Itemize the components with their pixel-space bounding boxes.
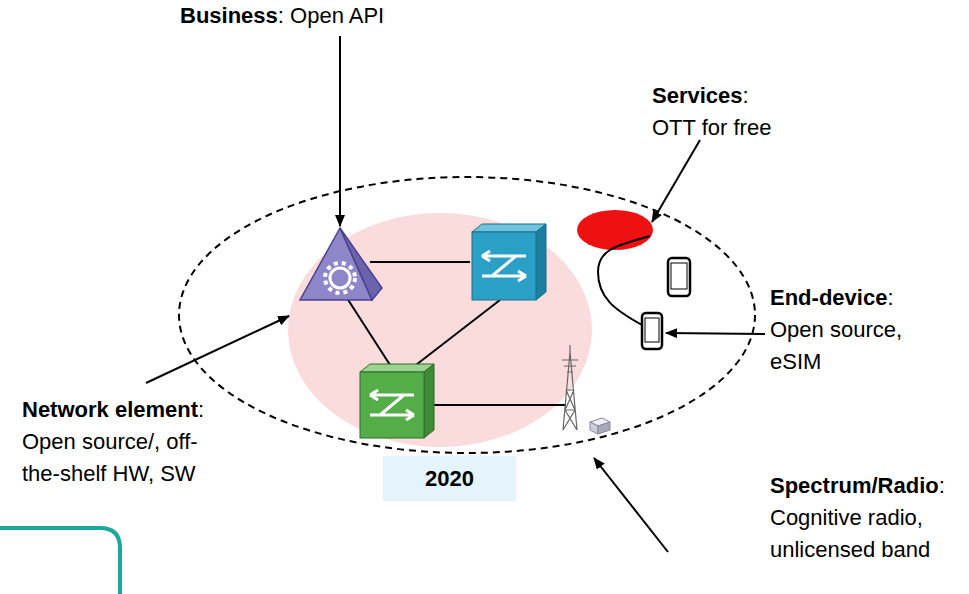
ott-service xyxy=(577,210,653,250)
callout-text: Spectrum/Radio: Cognitive radio, unlicens… xyxy=(770,470,965,566)
callout-text: : xyxy=(743,83,749,108)
leader-arrows xyxy=(146,36,765,552)
callout-text: : xyxy=(939,473,945,498)
callout-text: Open source, eSIM xyxy=(770,314,930,378)
callout-heading: Network element xyxy=(22,397,198,422)
callout-text: Services: OTT for free xyxy=(652,80,852,144)
callout-heading: End-device xyxy=(770,285,887,310)
callout-text: : xyxy=(887,285,893,310)
domain-boundary xyxy=(179,177,755,453)
callout-text: End-device: Open source, eSIM xyxy=(770,282,930,378)
small-cell xyxy=(590,418,610,434)
callout-heading: Spectrum/Radio xyxy=(770,473,939,498)
year-box: 2020 xyxy=(383,456,516,501)
callout-heading: Services xyxy=(652,83,743,108)
ott-path xyxy=(598,236,650,325)
callout-text: : Open API xyxy=(278,3,384,28)
phone xyxy=(642,313,662,349)
switch-green xyxy=(360,364,434,438)
core-network-area xyxy=(288,213,592,447)
callout-text: OTT for free xyxy=(652,112,852,144)
corner-frame xyxy=(0,528,120,594)
switch-blue xyxy=(472,224,546,300)
callout-text: Business: Open API xyxy=(180,0,500,32)
controller-pyramid xyxy=(300,228,382,300)
radio-tower xyxy=(562,345,578,430)
callout-text: Cognitive radio, unlicensed band xyxy=(770,502,965,566)
year-label: 2020 xyxy=(425,466,474,492)
callout-heading: Business xyxy=(180,3,278,28)
callout-text: Network element: Open source/, off-the-s… xyxy=(22,394,212,490)
phone xyxy=(668,258,690,296)
